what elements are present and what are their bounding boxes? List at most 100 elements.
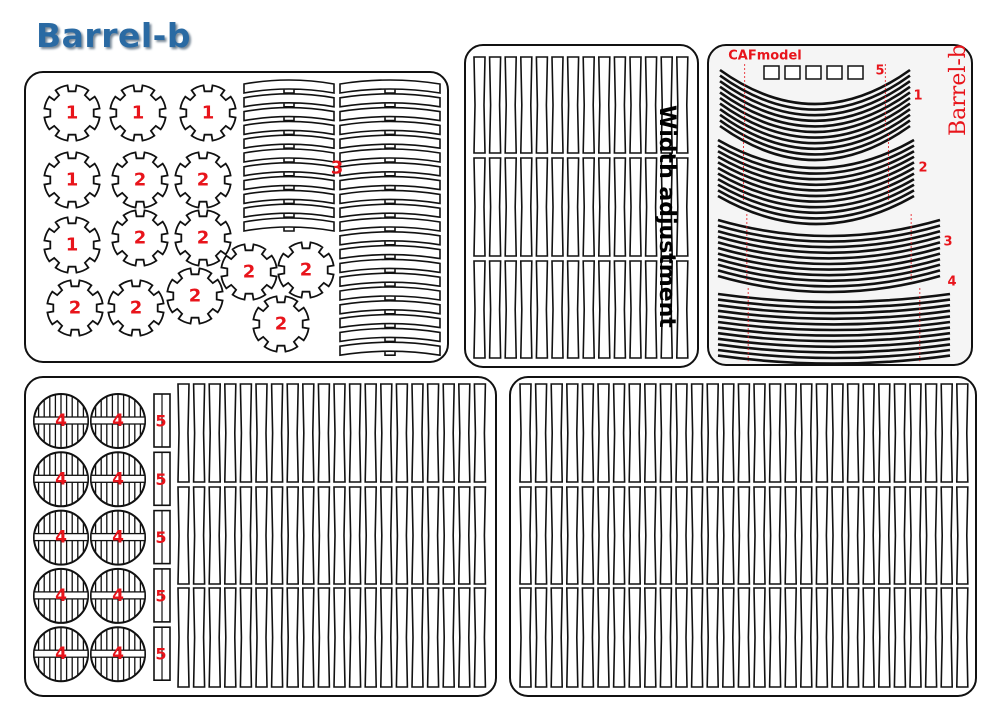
slat-part [721,486,735,585]
gear-part [43,216,101,274]
slat-part [660,157,674,257]
slat-part [379,486,393,585]
slat-part [379,587,393,688]
slat-part [831,587,844,688]
slat-part [582,56,596,154]
slat-part [333,486,346,585]
slat-part [721,587,735,688]
slat-part [473,157,486,257]
slat-part [317,486,331,585]
slat-part [955,486,969,585]
hoop-band [719,113,911,150]
lid-label: 4 [55,528,67,548]
gear-part [111,151,169,209]
slat-part [519,260,533,359]
slat-part [534,587,548,688]
hoop-band [717,343,951,354]
slat-part [519,587,532,688]
slat-part [411,587,424,688]
slat-part [629,157,642,257]
slat-part [721,383,735,483]
slat-part [893,486,907,585]
slat-part [768,587,782,688]
slat-part [550,587,564,688]
bar-label: 5 [155,645,166,664]
gear-label: 1 [66,170,79,191]
bar-label: 5 [155,528,166,547]
slat-part [675,587,688,688]
curved-strip [339,341,441,357]
lid-label: 4 [55,586,67,606]
hoop-group-label: 1 [913,89,922,104]
slat-part [799,383,813,483]
slat-part [862,587,876,688]
slat-part [395,383,409,483]
hoop-band [717,218,941,238]
hoop-band [717,331,951,343]
slat-part [909,587,922,688]
lid-label: 4 [112,528,124,548]
slat-part [659,587,673,688]
hoop-band [719,74,911,111]
slat-part [301,383,315,483]
gear-label: 2 [197,228,210,249]
slat-part [612,383,626,483]
slat-part [799,486,813,585]
square-part [784,65,801,80]
slat-part [519,56,533,154]
slat-part [940,383,954,483]
gear-label: 2 [130,298,143,319]
slat-part [643,383,657,483]
hoop-band [717,155,915,186]
gear-label: 2 [197,170,210,191]
gear-part [252,295,310,353]
slat-part [815,486,829,585]
slat-part [628,383,642,483]
width-adjustment-label: Width adjustment [654,105,679,328]
slat-part [893,383,907,483]
slat-part [286,383,300,483]
hoop-band [717,224,941,243]
slat-part [426,383,440,483]
slat-part [644,260,658,359]
slat-part [940,587,954,688]
slat-part [457,587,471,688]
slat-part [364,486,378,585]
slat-part [659,486,673,585]
slat-part [612,486,626,585]
hoop-band [717,183,915,214]
slat-part [955,587,969,688]
slat-part [613,157,627,257]
slat-part [535,260,549,359]
slat-part [582,260,596,359]
hoop-band [717,235,941,255]
lid-crossbar [33,649,89,658]
lid-crossbar [90,474,146,483]
slat-part [565,383,579,483]
hoop-band [717,298,951,309]
hoop-band [719,124,911,162]
slat-part [660,260,674,359]
slat-part [208,486,222,585]
slat-part [877,383,891,483]
slat-part [442,383,456,483]
slat-part [519,486,532,585]
slat-part [877,587,891,688]
slat-part [924,587,938,688]
slat-part [239,383,253,483]
gear-label: 2 [134,170,147,191]
slat-part [940,486,954,585]
gear-label: 2 [189,286,202,307]
slat-part [286,587,300,688]
brand-label: CAFmodel [728,49,802,64]
slat-part [333,383,346,483]
slat-part [581,486,595,585]
slat-part [473,260,486,359]
gear-part [107,279,165,337]
slat-part [706,383,720,483]
bar-label: 5 [155,586,166,605]
slat-part [675,56,689,154]
hoop-band [719,102,911,139]
slat-part [192,587,206,688]
gear-part [111,209,169,267]
